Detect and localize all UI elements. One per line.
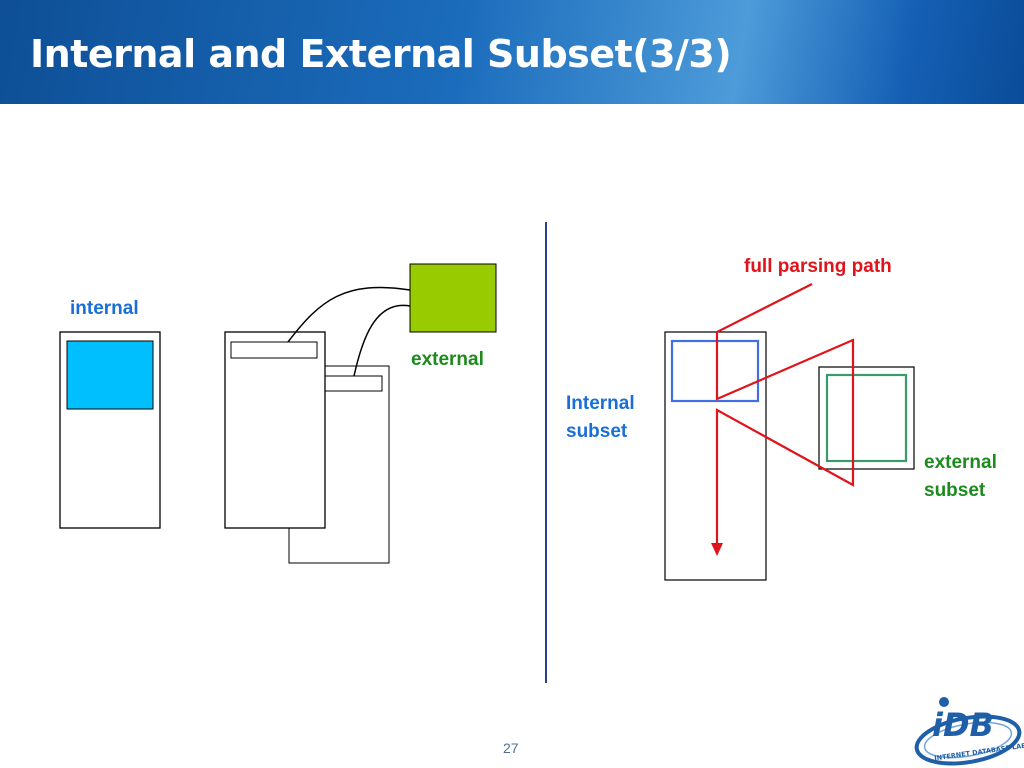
- full-parsing-path-label: full parsing path: [744, 256, 892, 277]
- internal-subset-label-line2: subset: [566, 421, 628, 442]
- front-document: [224, 331, 326, 529]
- internal-subset-box: [670, 339, 760, 403]
- parsing-path-arrowhead: [711, 543, 723, 556]
- parsing-path-line: [715, 283, 855, 545]
- document-outline: [664, 331, 767, 581]
- external-subset-box: [825, 373, 908, 463]
- external-subset-label-line1: external: [924, 452, 997, 473]
- slide-title: Internal and External Subset(3/3): [30, 32, 732, 76]
- internal-label: internal: [70, 298, 139, 319]
- reference-connector-1: [287, 286, 411, 343]
- internal-subset-label-line1: Internal: [566, 393, 635, 414]
- external-subset-block: [409, 263, 497, 333]
- idb-logo: iDB INTERNET DATABASE LAB: [914, 697, 1024, 766]
- logo-text: iDB: [932, 706, 994, 744]
- external-document-outline: [818, 366, 915, 470]
- title-bar: Internal and External Subset(3/3): [0, 0, 1024, 104]
- internal-subset-block: [66, 340, 154, 410]
- back-document-reference-bar: [323, 375, 383, 392]
- external-label: external: [411, 349, 484, 370]
- external-subset-label-line2: subset: [924, 480, 986, 501]
- reference-connector-2: [353, 304, 411, 377]
- page-number: 27: [503, 740, 519, 756]
- front-document-reference-bar: [230, 341, 318, 359]
